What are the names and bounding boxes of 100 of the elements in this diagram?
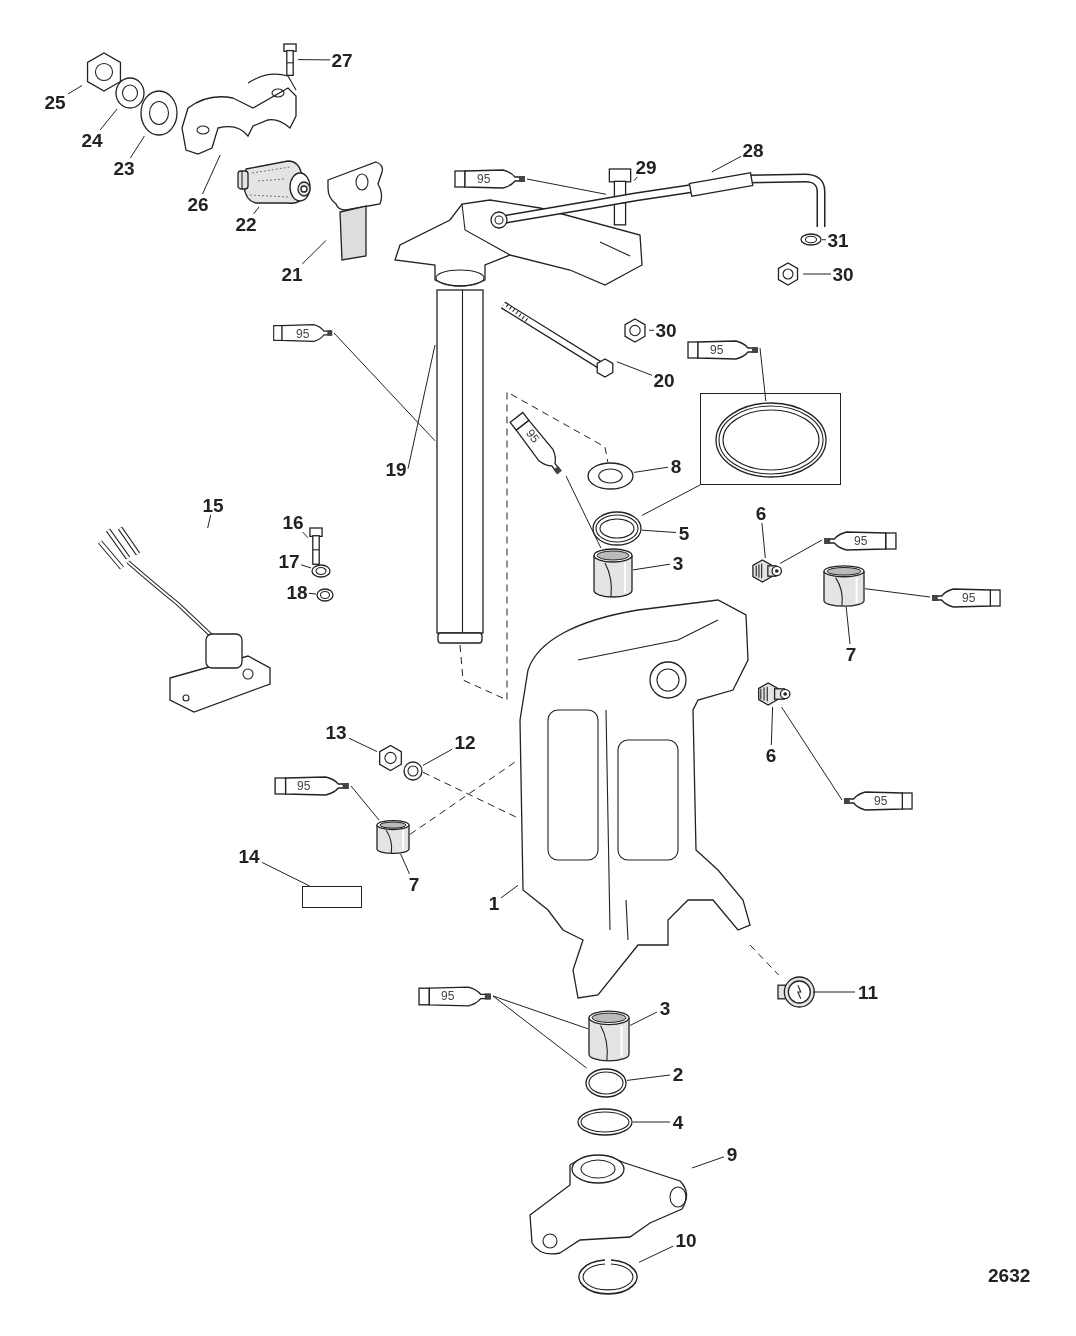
leader-line [648, 329, 655, 331]
leader-line [300, 564, 312, 569]
callout-number: 31 [827, 230, 849, 250]
leader-line [638, 1245, 674, 1263]
hex-nut [377, 743, 404, 773]
bushing [823, 565, 865, 607]
leader-line [770, 706, 774, 746]
leader-line [333, 332, 436, 442]
bolt [606, 168, 634, 226]
leader-line [297, 59, 331, 61]
callout-number: 3 [672, 553, 684, 573]
tube-label: 95 [297, 780, 311, 792]
callout-number: 15 [202, 495, 224, 515]
callout-number: 27 [331, 50, 353, 70]
figure-number: 2632 [988, 1266, 1031, 1285]
tube-label: 95 [296, 328, 310, 340]
bolt [282, 43, 298, 76]
callout-number: 6 [755, 503, 767, 523]
tube-label: 95 [477, 173, 491, 185]
tube-label: 95 [523, 427, 542, 445]
callout-number: 14 [238, 846, 260, 866]
leader-line [616, 361, 653, 376]
alignment-line [749, 944, 780, 976]
callout-number: 16 [282, 512, 304, 532]
leader-line [407, 344, 436, 470]
steering-tube-drawing [435, 290, 485, 645]
callout-number: 10 [675, 1230, 697, 1250]
callout-number: 2 [672, 1064, 684, 1084]
grease-fitting [757, 681, 789, 707]
callout-number: 9 [726, 1144, 738, 1164]
tube-label: 95 [441, 990, 455, 1002]
leader-line [301, 240, 327, 265]
leader-line [626, 1074, 671, 1081]
leader-line [308, 592, 317, 595]
callout-number: 17 [278, 551, 300, 571]
callout-number: 1 [488, 893, 500, 913]
callout-number: 30 [655, 320, 677, 340]
leader-line [691, 1156, 725, 1169]
callout-number: 30 [832, 264, 854, 284]
leader-line [632, 1121, 671, 1123]
leader-line [67, 85, 83, 95]
leader-line [400, 853, 410, 875]
plug-screw [777, 975, 813, 1009]
bushing [588, 1010, 630, 1062]
callout-number: 29 [635, 157, 657, 177]
callout-number: 7 [845, 644, 857, 664]
leader-line [261, 861, 311, 887]
seal-ring [592, 511, 642, 546]
o-ring [585, 1068, 627, 1098]
leader-line [207, 514, 212, 529]
flat-washer [403, 761, 423, 781]
leader-line [492, 995, 587, 1069]
callout-number: 28 [742, 140, 764, 160]
bushing [593, 548, 633, 598]
tube-label: 95 [710, 344, 724, 356]
leader-line [253, 206, 260, 215]
callout-number: 23 [113, 158, 135, 178]
bushing [376, 820, 410, 854]
callout-number: 7 [408, 874, 420, 894]
callout-number: 26 [187, 194, 209, 214]
tube-label: 95 [874, 795, 888, 807]
callout-number: 12 [454, 732, 476, 752]
leader-line [761, 522, 766, 559]
callout-number: 5 [678, 523, 690, 543]
seal-ring [715, 402, 827, 478]
callout-number: 20 [653, 370, 675, 390]
leader-line [641, 484, 701, 516]
leader-line [802, 273, 832, 275]
callout-number: 24 [81, 130, 103, 150]
retaining-ring [577, 1258, 639, 1296]
leader-line [565, 475, 602, 549]
callout-number: 21 [281, 264, 303, 284]
callout-number: 18 [286, 582, 308, 602]
callout-number: 4 [672, 1112, 684, 1132]
callout-number: 8 [670, 456, 682, 476]
leader-line [302, 531, 309, 539]
callout-number: 19 [385, 459, 407, 479]
leader-line [759, 347, 767, 402]
callout-number: 11 [857, 982, 879, 1002]
alignment-line [422, 771, 519, 819]
alignment-line [459, 391, 609, 701]
flat-washer [115, 77, 145, 109]
callout-number: 6 [765, 745, 777, 765]
callout-number: 3 [659, 998, 671, 1018]
leader-line [633, 176, 638, 182]
hex-nut [621, 318, 649, 343]
grease-fitting [753, 558, 780, 584]
leader-line [632, 563, 671, 571]
leader-line [845, 606, 851, 645]
callout-number: 13 [325, 722, 347, 742]
flat-washer [140, 90, 178, 136]
leader-line [129, 135, 145, 159]
leader-line [500, 884, 519, 899]
tube-label: 95 [962, 592, 976, 604]
leader-line [202, 154, 221, 195]
tube-label: 95 [854, 535, 868, 547]
leader-line [821, 239, 827, 241]
leader-line [350, 785, 380, 821]
leader-line [779, 539, 823, 564]
leader-line [864, 588, 931, 598]
